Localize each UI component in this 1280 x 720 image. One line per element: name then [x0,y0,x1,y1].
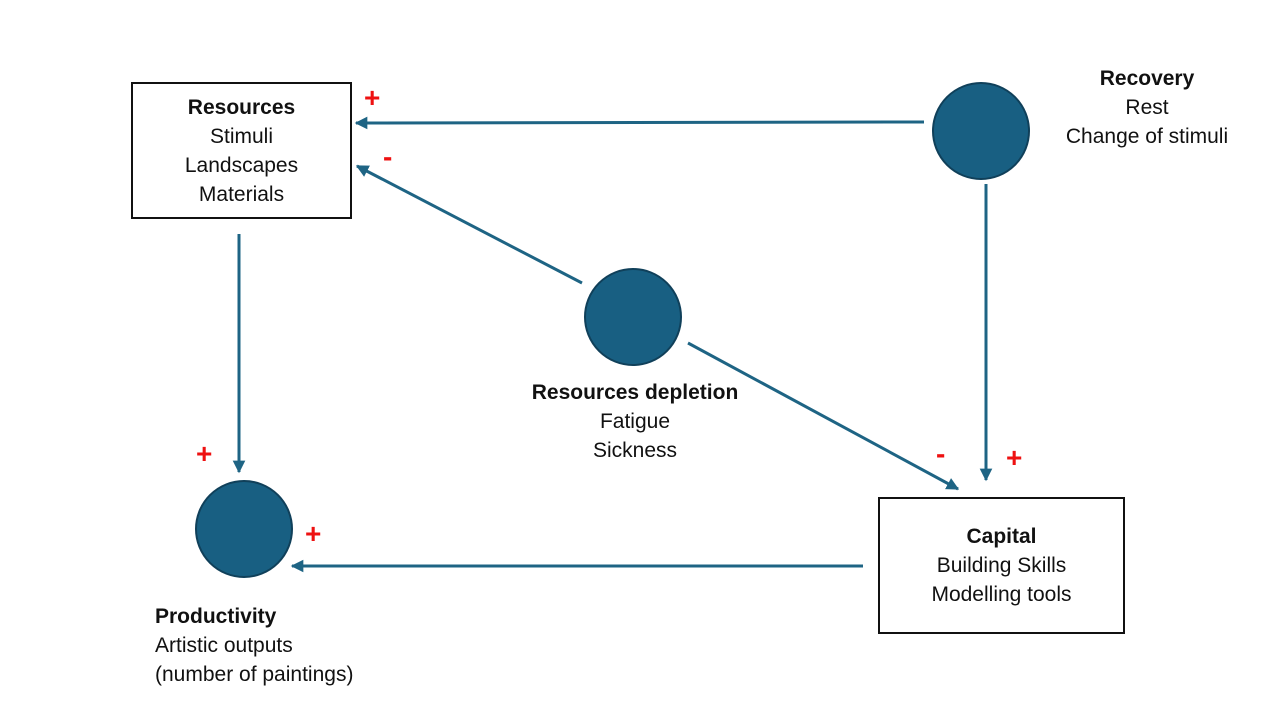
resources-item: Materials [198,182,285,206]
depletion-item: Sickness [592,439,678,462]
arrow-depletion-to-resources [355,164,583,285]
productivity-item: Artistic outputs [155,634,293,657]
resources-item: Landscapes [184,153,299,177]
productivity-item: (number of paintings) [155,663,354,686]
capital-title: Capital [966,525,1037,548]
recovery-label: Recovery Rest Change of stimuli [1047,64,1247,151]
resources-title: Resources [187,95,296,119]
sign-recovery-capital: + [1006,442,1023,473]
capital-item: Modelling tools [931,583,1072,606]
productivity-node-circle [195,480,293,578]
recovery-item: Change of stimuli [1065,125,1229,148]
recovery-item: Rest [1125,96,1169,119]
resources-box: Resources Stimuli Landscapes Materials [131,82,352,219]
depletion-label: Resources depletion Fatigue Sickness [505,378,765,465]
depletion-node-circle [584,268,682,366]
arrow-recovery-to-resources [354,116,925,130]
sign-depletion-resources: - [383,141,393,172]
capital-item: Building Skills [936,554,1067,577]
resources-item: Stimuli [209,124,273,148]
recovery-title: Recovery [1099,67,1195,90]
productivity-label: Productivity Artistic outputs (number of… [155,602,415,689]
sign-recovery-resources: + [364,82,381,113]
recovery-node-circle [932,82,1030,180]
sign-resources-productivity: + [196,438,213,469]
depletion-title: Resources depletion [531,381,739,404]
depletion-item: Fatigue [599,410,671,433]
arrow-depletion-to-capital [687,341,960,491]
capital-box: Capital Building Skills Modelling tools [878,497,1125,634]
productivity-title: Productivity [155,605,277,628]
sign-depletion-capital: - [936,438,946,469]
sign-capital-productivity: + [305,518,322,549]
